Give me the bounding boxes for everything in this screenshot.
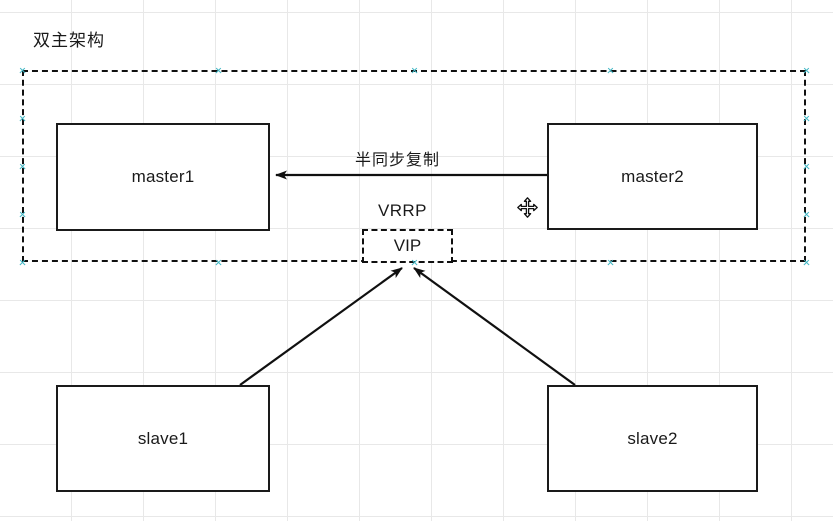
node-master1-label: master1: [131, 167, 195, 186]
selection-handle-bottom-quarter[interactable]: [215, 259, 222, 266]
selection-handle-top-left[interactable]: [19, 67, 26, 74]
selection-handle-bottom-center[interactable]: [411, 259, 418, 266]
selection-handle-right-middle[interactable]: [803, 163, 810, 170]
diagram-title: 双主架构: [33, 31, 105, 50]
selection-handle-top-three-q[interactable]: [607, 67, 614, 74]
node-vip[interactable]: VIP: [362, 229, 453, 263]
selection-handle-left-middle[interactable]: [19, 163, 26, 170]
selection-handle-bottom-left[interactable]: [19, 259, 26, 266]
edge-slave1-vip[interactable]: [239, 267, 403, 386]
node-slave1-label: slave1: [137, 428, 189, 448]
node-slave2-label: slave2: [627, 428, 678, 448]
label-vrrp: VRRP: [378, 201, 427, 220]
node-master2[interactable]: master2: [547, 123, 758, 230]
selection-handle-left-lower[interactable]: [19, 211, 26, 218]
node-vip-label: VIP: [393, 236, 422, 255]
selection-handle-top-center[interactable]: [411, 67, 418, 74]
node-slave1[interactable]: slave1: [56, 385, 270, 492]
selection-handle-top-right[interactable]: [803, 67, 810, 74]
node-master2-label: master2: [621, 166, 684, 186]
move-cursor-icon: [517, 197, 538, 218]
selection-handle-bottom-three-q[interactable]: [607, 259, 614, 266]
node-master1[interactable]: master1: [56, 123, 270, 231]
edge-slave2-vip[interactable]: [413, 267, 576, 386]
selection-handle-right-upper[interactable]: [803, 115, 810, 122]
selection-handle-top-quarter[interactable]: [215, 67, 222, 74]
selection-handle-left-upper[interactable]: [19, 115, 26, 122]
selection-handle-bottom-right[interactable]: [803, 259, 810, 266]
edge-label-semisync: 半同步复制: [355, 152, 441, 169]
selection-handle-right-lower[interactable]: [803, 211, 810, 218]
node-slave2[interactable]: slave2: [547, 385, 758, 492]
